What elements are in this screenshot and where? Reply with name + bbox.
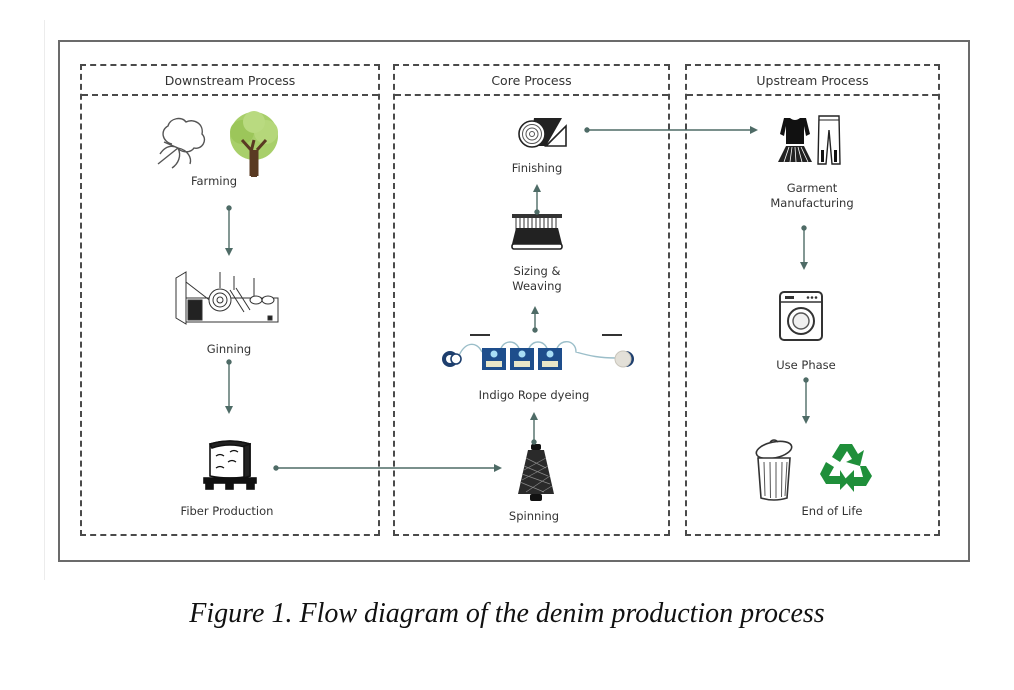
yarn-cone-icon	[518, 444, 554, 501]
panel-title: Upstream Process	[687, 66, 938, 96]
step-label-garment-manufacturing: Garment Manufacturing	[770, 181, 853, 211]
step-label-spinning: Spinning	[508, 509, 560, 523]
tree-icon	[230, 111, 278, 177]
panel-title: Core Process	[395, 66, 668, 96]
step-label-line: Weaving	[512, 279, 562, 293]
fabric-roll-icon	[518, 118, 567, 148]
fiber-bale-icon	[203, 440, 257, 490]
dress-icon	[778, 118, 812, 163]
loom-icon	[511, 214, 563, 250]
step-label-ginning: Ginning	[206, 342, 252, 356]
step-label-line: Sizing &	[513, 264, 561, 278]
panel-downstream: Downstream Process	[80, 64, 380, 536]
step-label-sizing-weaving: Sizing & Weaving	[512, 264, 561, 294]
panel-core: Core Process	[393, 64, 670, 536]
step-label-line: Garment	[786, 181, 838, 195]
panel-title: Downstream Process	[82, 66, 378, 96]
step-label-line: Manufacturing	[770, 196, 854, 210]
step-label-use-phase: Use Phase	[776, 358, 836, 372]
dyeing-line-icon	[442, 334, 634, 370]
figure-caption: Figure 1. Flow diagram of the denim prod…	[189, 598, 825, 629]
jeans-icon	[817, 115, 841, 165]
trash-can-icon	[755, 439, 793, 501]
step-label-farming: Farming	[190, 174, 238, 188]
step-label-finishing: Finishing	[511, 161, 563, 175]
page-edge	[44, 20, 45, 580]
cotton-boll-icon	[157, 117, 206, 169]
panel-upstream: Upstream Process	[685, 64, 940, 536]
step-label-indigo-rope-dyeing: Indigo Rope dyeing	[478, 388, 590, 402]
washing-machine-icon	[779, 291, 823, 341]
step-label-fiber-production: Fiber Production	[180, 504, 274, 518]
ginning-machine-icon	[175, 271, 279, 325]
step-label-end-of-life: End of Life	[801, 504, 863, 518]
recycle-icon	[820, 444, 872, 492]
diagram-frame	[58, 40, 970, 562]
